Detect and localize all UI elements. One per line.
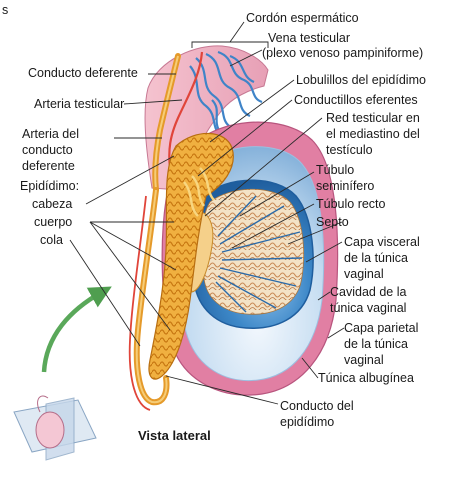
epididymis [148, 132, 234, 380]
label-arteria-testicular: Arteria testicular [34, 97, 124, 111]
label-capa-parietal-1: Capa parietal [344, 321, 418, 335]
label-conducto-epididimo-1: Conducto del [280, 399, 354, 413]
label-tunica-albuginea: Túnica albugínea [318, 371, 414, 385]
label-capa-visceral-2: de la túnica [344, 251, 408, 265]
label-capa-parietal-3: vaginal [344, 353, 384, 367]
label-red-testicular-1: Red testicular en [326, 111, 420, 125]
label-epididimo: Epidídimo: [20, 179, 79, 193]
label-tubulo-seminifero-2: seminífero [316, 179, 374, 193]
label-red-testicular-2: el mediastino del [326, 127, 420, 141]
septa [215, 195, 303, 313]
label-lobulillos: Lobulillos del epidídimo [296, 73, 426, 87]
label-conducto-epididimo-2: epidídimo [280, 415, 334, 429]
ductus-artery-path [128, 195, 151, 411]
figure-caption: Vista lateral [138, 428, 211, 443]
label-conductillos: Conductillos eferentes [294, 93, 418, 107]
label-capa-visceral-1: Capa visceral [344, 235, 420, 249]
leader-lines [69, 49, 345, 405]
label-cavidad-2: túnica vaginal [330, 301, 406, 315]
corner-glyph: s [2, 3, 8, 17]
label-capa-parietal-2: de la túnica [344, 337, 408, 351]
label-tubulo-recto: Túbulo recto [316, 197, 386, 211]
body-orientation-thumbnail [13, 395, 97, 461]
label-vena-testicular: Vena testicular [268, 31, 350, 45]
orientation-arrow [41, 286, 112, 373]
label-conducto-deferente: Conducto deferente [28, 66, 138, 80]
label-cabeza: cabeza [32, 197, 72, 211]
label-arteria-conducto-3: deferente [22, 159, 75, 173]
efferent-ductules [183, 167, 215, 217]
label-cuerpo: cuerpo [34, 215, 72, 229]
label-cordon-espermatico: Cordón espermático [246, 11, 359, 25]
label-cola: cola [40, 233, 63, 247]
label-arteria-conducto-2: conducto [22, 143, 73, 157]
label-red-testicular-3: testículo [326, 143, 373, 157]
label-plexo-venoso: (plexo venoso pampiniforme) [262, 46, 423, 60]
label-capa-visceral-3: vaginal [344, 267, 384, 281]
label-tubulo-seminifero-1: Túbulo [316, 163, 354, 177]
testicular-artery-path [168, 51, 204, 169]
label-septo: Septo [316, 215, 349, 229]
label-cavidad-1: Cavidad de la [330, 285, 406, 299]
label-arteria-conducto-1: Arteria del [22, 127, 79, 141]
